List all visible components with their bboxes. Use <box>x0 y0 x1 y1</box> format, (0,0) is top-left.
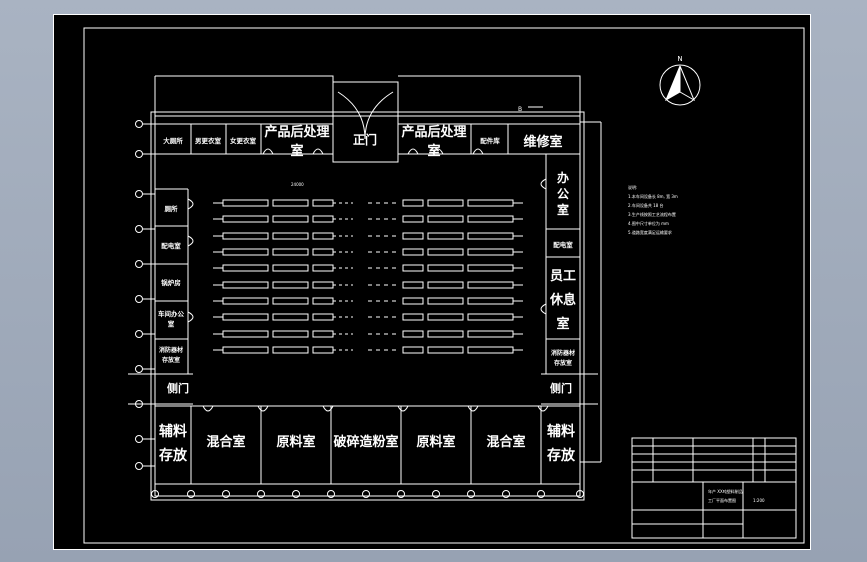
axis-marker <box>222 490 230 498</box>
room-power-right: 配电室 <box>553 240 573 249</box>
equipment-row <box>213 264 523 272</box>
sheet-inner-frame <box>83 27 805 544</box>
equipment-row <box>213 248 523 256</box>
title-block-company: 年产 XX吨塑料制品 <box>708 488 743 494</box>
room-raw-right: 原料室 <box>416 434 455 450</box>
room-mix-left: 混合室 <box>206 434 245 450</box>
axis-marker <box>362 490 370 498</box>
room-fire-left: 消防器材 <box>159 346 183 354</box>
equipment-row <box>213 297 523 305</box>
axis-marker <box>292 490 300 498</box>
axis-marker <box>502 490 510 498</box>
axis-marker <box>151 490 159 498</box>
room-aux-right-2: 存放 <box>547 447 576 464</box>
axis-marker <box>327 490 335 498</box>
room-post-processing-right-2: 室 <box>427 143 440 159</box>
room-fire-left-2: 存放室 <box>162 356 180 364</box>
equipment-row <box>213 313 523 321</box>
note-line: 1.本车间设备长 8m, 宽 3m <box>628 193 678 199</box>
axis-marker <box>135 400 155 408</box>
room-maintenance: 维修室 <box>523 134 562 150</box>
room-fire-right: 消防器材 <box>551 349 575 357</box>
axis-marker <box>397 490 405 498</box>
equipment-row <box>213 199 523 207</box>
room-aux-left-2: 存放 <box>159 447 188 464</box>
room-fire-right-2: 存放室 <box>554 359 572 367</box>
room-post-processing-left-2: 室 <box>290 143 303 159</box>
axis-marker <box>135 225 155 233</box>
dimension-top: 24000 <box>291 182 304 187</box>
room-staff-rest-2: 休息 <box>549 292 576 308</box>
room-mix-right: 混合室 <box>486 434 525 450</box>
note-line: 说明: <box>628 184 637 190</box>
room-workshop-office: 车间办公 <box>158 309 185 318</box>
note-line: 2.车间设备共 18 台 <box>628 202 663 208</box>
room-toilet-large: 大厕所 <box>163 136 183 145</box>
production-equipment <box>213 199 523 354</box>
room-post-processing-right: 产品后处理 <box>401 124 466 140</box>
room-women-changing: 女更衣室 <box>230 136 257 145</box>
axis-marker <box>135 150 155 158</box>
room-toilet: 厕所 <box>165 204 179 213</box>
note-line: 3.生产线按照工艺流程布置 <box>628 211 676 217</box>
factory-floor-plan: N <box>53 14 811 550</box>
axis-marker <box>257 490 265 498</box>
equipment-row <box>213 281 523 289</box>
axis-marker <box>135 120 155 128</box>
room-side-door-left: 侧门 <box>167 381 189 395</box>
axis-marker <box>135 260 155 268</box>
room-staff-rest-3: 室 <box>556 316 569 332</box>
cad-viewport[interactable]: N <box>53 14 811 550</box>
room-aux-right: 辅料 <box>547 423 575 440</box>
axis-marker <box>576 490 584 498</box>
axis-marker <box>537 490 545 498</box>
axis-marker <box>135 330 155 338</box>
room-staff-rest: 员工 <box>550 269 576 284</box>
room-power-left: 配电室 <box>161 241 181 250</box>
room-office-2: 公 <box>557 187 569 201</box>
room-crushing: 破碎造粉室 <box>333 434 398 450</box>
room-aux-left: 辅料 <box>159 423 187 440</box>
equipment-row <box>213 215 523 223</box>
axis-marker <box>135 190 155 198</box>
axis-marker <box>467 490 475 498</box>
room-main-door: 正门 <box>353 132 377 147</box>
room-side-door-right: 侧门 <box>550 381 572 395</box>
design-notes: 说明: 1.本车间设备长 8m, 宽 3m 2.车间设备共 18 台 3.生产线按照工… <box>628 184 678 235</box>
axis-marker <box>135 435 155 443</box>
note-line: 5.道路宽度满足运输要求 <box>628 229 672 235</box>
axis-markers-bottom <box>151 490 584 498</box>
room-raw-left: 原料室 <box>276 434 315 450</box>
door-swings <box>187 148 549 412</box>
note-line: 4.图中尺寸单位为 mm <box>628 220 669 226</box>
room-spare-parts: 配件库 <box>480 136 500 145</box>
axis-marker <box>135 365 155 373</box>
axis-marker <box>187 490 195 498</box>
equipment-row <box>213 330 523 338</box>
room-boiler: 锅炉房 <box>161 278 181 287</box>
sheet-outer-frame <box>53 14 811 550</box>
equipment-row <box>213 232 523 240</box>
marker-right: B <box>518 106 522 113</box>
room-office-3: 室 <box>557 202 569 217</box>
title-block: 年产 XX吨塑料制品 工厂平面布置图 1:200 <box>631 437 797 539</box>
axis-marker <box>135 462 155 470</box>
room-office: 办 <box>557 170 569 185</box>
room-post-processing-left: 产品后处理 <box>264 124 329 140</box>
north-arrow-icon: N <box>659 55 701 106</box>
title-block-title: 工厂平面布置图 <box>708 497 736 503</box>
room-men-changing: 男更衣室 <box>194 136 222 145</box>
axis-markers-left <box>135 120 155 470</box>
axis-marker <box>432 490 440 498</box>
north-label: N <box>677 55 682 63</box>
equipment-row <box>213 346 523 354</box>
room-workshop-office-2: 室 <box>168 319 175 328</box>
axis-marker <box>135 295 155 303</box>
title-block-scale: 1:200 <box>753 498 765 503</box>
building-outline <box>128 75 598 501</box>
